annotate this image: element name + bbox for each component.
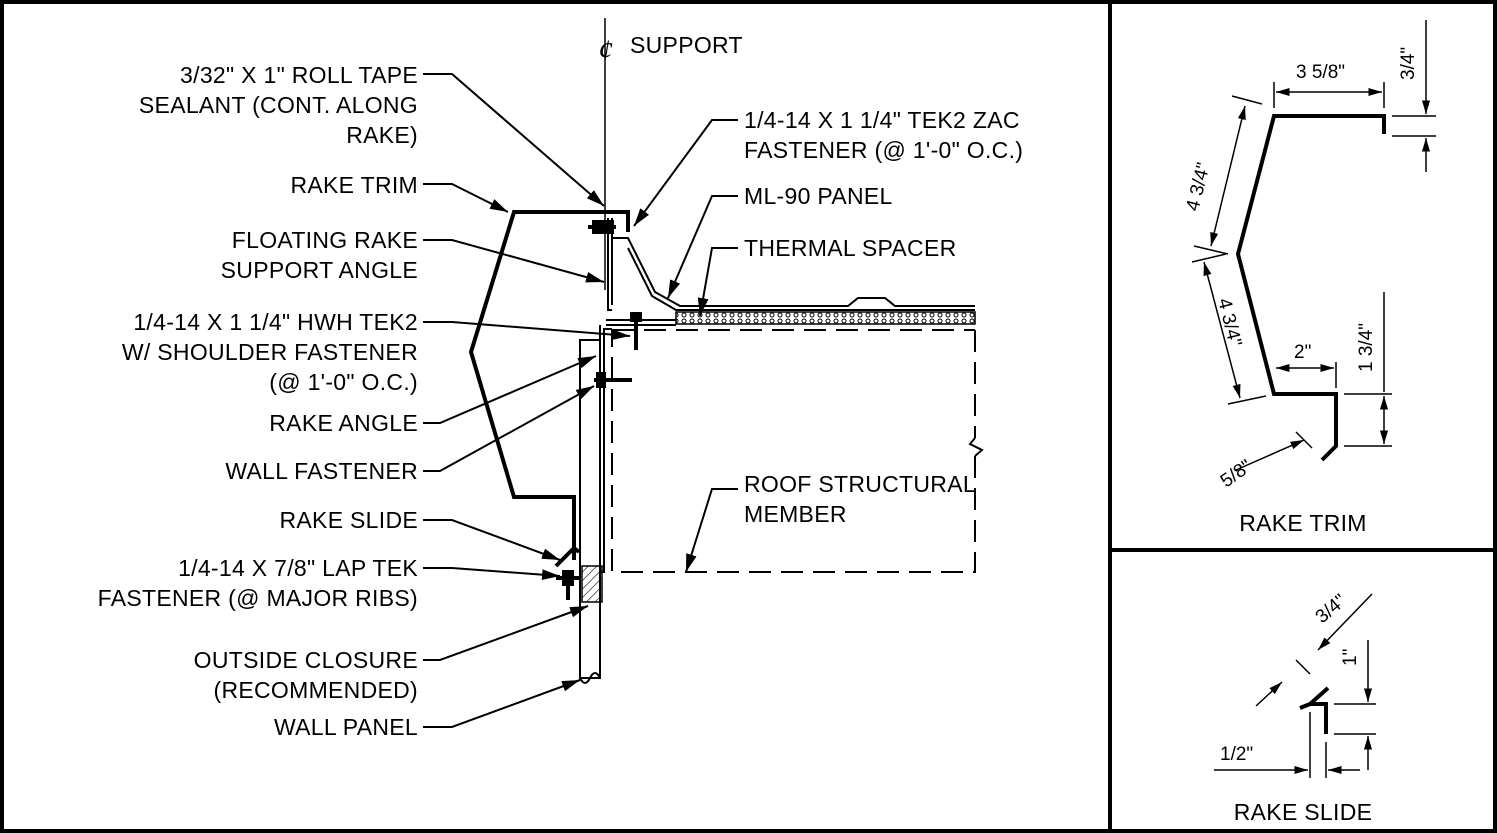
rake-trim-profile	[468, 210, 612, 560]
rake-trim-detail-profile	[1235, 114, 1386, 462]
wall-fastener	[594, 372, 632, 388]
label-floating-rake-line2: SUPPORT ANGLE	[221, 257, 418, 283]
dim-slide-leg: 1"	[1340, 649, 1361, 666]
label-rake-slide: RAKE SLIDE	[280, 507, 419, 533]
label-thermal-spacer: THERMAL SPACER	[744, 235, 957, 261]
label-roll-tape-line2: SEALANT (CONT. ALONG	[139, 92, 418, 118]
lap-tek-fastener	[556, 570, 580, 600]
ml90-panel	[612, 237, 975, 307]
dim-top-lip: 3/4"	[1398, 47, 1419, 80]
rake-trim-title: RAKE TRIM	[1239, 510, 1367, 536]
main-detail-drawing: ȼ SUPPORT	[423, 18, 984, 728]
main-left-labels: 3/32" X 1" ROLL TAPE SEALANT (CONT. ALON…	[98, 62, 419, 740]
tek2-zac-fastener	[588, 220, 616, 234]
dim-lower-slope: 4 3/4"	[1213, 296, 1245, 349]
hwh-tek2-fastener	[630, 312, 642, 350]
rake-slide-detail: 3/4" 1" 1/2" RAKE SLIDE	[1214, 590, 1376, 825]
label-zac-line1: 1/4-14 X 1 1/4" TEK2 ZAC	[744, 107, 1020, 133]
wall-panel	[579, 339, 601, 679]
label-hwh-line3: (@ 1'-0" O.C.)	[269, 369, 418, 395]
label-hwh-line1: 1/4-14 X 1 1/4" HWH TEK2	[133, 309, 418, 335]
dim-upper-slope: 4 3/4"	[1182, 161, 1214, 214]
centerline-label: SUPPORT	[630, 32, 743, 58]
label-roof-member-line1: ROOF STRUCTURAL	[744, 471, 976, 497]
label-closure-line1: OUTSIDE CLOSURE	[194, 647, 418, 673]
centerline-symbol: ȼ	[598, 34, 613, 67]
rake-slide-detail-profile-leg	[1310, 702, 1328, 734]
label-zac-line2: FASTENER (@ 1'-0" O.C.)	[744, 137, 1023, 163]
rake-angle	[599, 325, 612, 573]
label-roll-tape-line3: RAKE)	[346, 122, 418, 148]
rake-slide-title: RAKE SLIDE	[1234, 799, 1373, 825]
dim-bottom-width: 2"	[1294, 342, 1311, 363]
label-ml90-panel: ML-90 PANEL	[744, 183, 893, 209]
dim-top-width: 3 5/8"	[1296, 62, 1345, 83]
dim-hem: 5/8"	[1217, 456, 1256, 492]
label-lap-tek-line2: FASTENER (@ MAJOR RIBS)	[98, 585, 418, 611]
rake-slide	[554, 545, 581, 568]
right-leaders	[633, 119, 738, 573]
label-hwh-line2: W/ SHOULDER FASTENER	[122, 339, 418, 365]
dim-right-height: 1 3/4"	[1356, 323, 1377, 372]
rake-trim-detail: 3 5/8" 3/4" 4 3/4" 4 3/4" 2" 1 3/4" 5/8"…	[1182, 20, 1436, 536]
label-closure-line2: (RECOMMENDED)	[214, 677, 419, 703]
thermal-spacer	[675, 311, 976, 325]
label-roll-tape-line1: 3/32" X 1" ROLL TAPE	[180, 62, 418, 88]
label-wall-fastener: WALL FASTENER	[225, 458, 418, 484]
label-rake-trim: RAKE TRIM	[290, 172, 418, 198]
outside-closure	[581, 565, 603, 603]
left-leaders	[423, 73, 631, 728]
rake-trim-hook	[612, 210, 630, 232]
label-lap-tek-line1: 1/4-14 X 7/8" LAP TEK	[178, 555, 418, 581]
label-rake-angle: RAKE ANGLE	[269, 410, 418, 436]
dim-slide-width: 1/2"	[1220, 744, 1253, 765]
roof-structural-member	[611, 330, 976, 573]
label-wall-panel: WALL PANEL	[274, 714, 418, 740]
label-floating-rake-line1: FLOATING RAKE	[232, 227, 418, 253]
main-right-labels: 1/4-14 X 1 1/4" TEK2 ZAC FASTENER (@ 1'-…	[744, 107, 1023, 527]
label-roof-member-line2: MEMBER	[744, 501, 847, 527]
